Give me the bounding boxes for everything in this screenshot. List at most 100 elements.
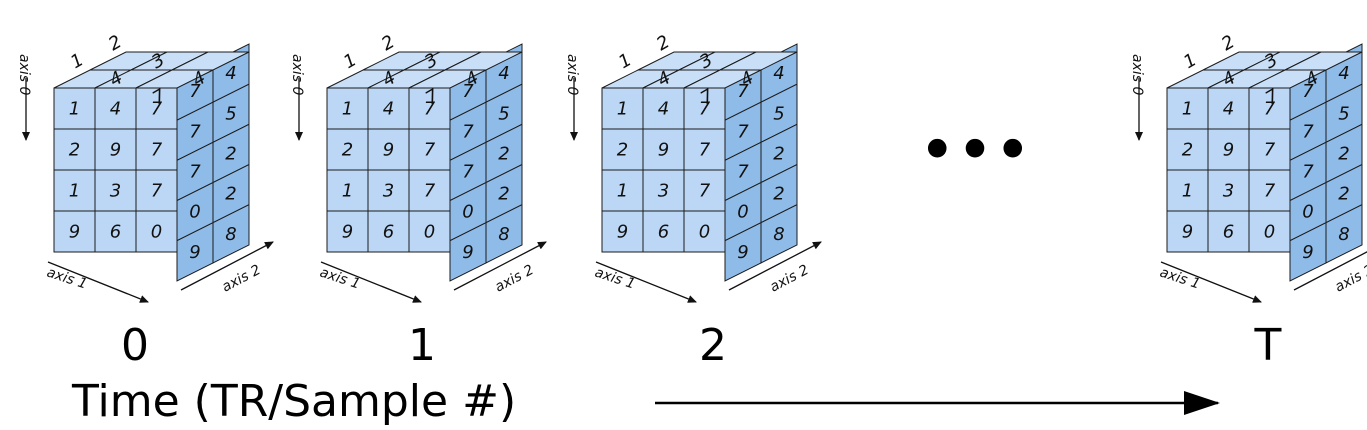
side-cell-value: 9 <box>189 242 200 263</box>
front-cell-value: 7 <box>699 181 711 202</box>
side-cell-value: 2 <box>498 184 509 205</box>
top-cell-value: 2 <box>1218 31 1238 55</box>
front-cell-value: 3 <box>383 181 394 202</box>
front-cell-value: 0 <box>424 222 435 243</box>
axis1-label: axis 1 <box>318 265 362 293</box>
front-cell-value: 2 <box>342 140 353 161</box>
side-cell-value: 4 <box>773 63 784 84</box>
front-cell-value: 2 <box>617 140 628 161</box>
front-cell-value: 1 <box>617 99 628 120</box>
side-cell-value: 8 <box>498 224 509 245</box>
front-cell-value: 7 <box>151 181 163 202</box>
side-cell-value: 5 <box>773 103 784 124</box>
front-cell-value: 6 <box>383 222 394 243</box>
side-cell-value: 5 <box>498 103 509 124</box>
front-cell-value: 7 <box>1264 181 1276 202</box>
front-cell-value: 9 <box>617 222 628 243</box>
side-cell-value: 0 <box>1302 202 1313 223</box>
front-cell-value: 6 <box>658 222 669 243</box>
front-cell-value: 7 <box>424 181 436 202</box>
front-cell-value: 4 <box>1223 99 1234 120</box>
front-cell-value: 3 <box>110 181 121 202</box>
front-cell-value: 0 <box>151 222 162 243</box>
front-cell-value: 9 <box>1223 140 1234 161</box>
top-cell-value: 1 <box>67 49 87 73</box>
time-label: 1 <box>408 320 436 371</box>
front-cell-value: 1 <box>1182 99 1193 120</box>
side-cell-value: 8 <box>225 224 236 245</box>
axis1-arrow <box>595 261 697 303</box>
front-cell-value: 7 <box>1264 140 1276 161</box>
top-cell <box>444 51 523 71</box>
side-cell-value: 7 <box>462 81 474 102</box>
front-cell-value: 6 <box>110 222 121 243</box>
side-cell-value: 2 <box>225 184 236 205</box>
front-cell-value: 3 <box>658 181 669 202</box>
top-cell-value: 2 <box>105 31 125 55</box>
front-cell-value: 9 <box>383 140 394 161</box>
front-cell-value: 9 <box>658 140 669 161</box>
front-cell-value: 7 <box>151 140 163 161</box>
axis0-label: axis 0 <box>289 54 305 95</box>
side-cell-value: 7 <box>737 121 749 142</box>
top-cell-value: 1 <box>615 49 635 73</box>
side-cell-value: 7 <box>1302 81 1314 102</box>
axis1-label: axis 1 <box>593 265 637 293</box>
side-cell-value: 4 <box>498 63 509 84</box>
side-cell-value: 7 <box>737 161 749 182</box>
front-cell-value: 4 <box>110 99 121 120</box>
front-cell-value: 1 <box>342 99 353 120</box>
axis2-arrow <box>180 241 274 291</box>
front-cell-value: 7 <box>699 140 711 161</box>
side-cell-value: 8 <box>1338 224 1349 245</box>
front-cell-value: 7 <box>1264 99 1276 120</box>
time-label: 0 <box>121 320 149 371</box>
time-label: T <box>1254 320 1282 371</box>
top-cell <box>171 51 250 71</box>
side-cell-value: 2 <box>1338 143 1349 164</box>
front-cell-value: 2 <box>1182 140 1193 161</box>
axis2-arrow <box>1293 251 1367 291</box>
side-cell-value: 7 <box>189 161 201 182</box>
front-cell-value: 1 <box>69 99 80 120</box>
side-cell-value: 7 <box>189 81 201 102</box>
side-cell-value: 2 <box>498 143 509 164</box>
front-cell-value: 7 <box>151 99 163 120</box>
side-cell-value: 5 <box>225 103 236 124</box>
top-cell-value: 2 <box>378 31 398 55</box>
front-cell-value: 0 <box>699 222 710 243</box>
side-cell-value: 7 <box>189 121 201 142</box>
side-cell-value: 7 <box>462 161 474 182</box>
time-label: 2 <box>699 320 727 371</box>
ellipsis: ••• <box>918 114 1031 188</box>
front-cell-value: 0 <box>1264 222 1275 243</box>
front-cell-value: 7 <box>424 140 436 161</box>
side-cell-value: 9 <box>1302 242 1313 263</box>
side-cell-value: 9 <box>737 242 748 263</box>
side-cell <box>485 203 523 264</box>
front-cell-value: 2 <box>69 140 80 161</box>
side-cell-value: 7 <box>1302 161 1314 182</box>
side-cell-value: 2 <box>773 143 784 164</box>
front-cell-value: 1 <box>342 181 353 202</box>
front-cell-value: 6 <box>1223 222 1234 243</box>
axis1-arrow <box>320 261 422 303</box>
axis1-arrow <box>47 261 149 303</box>
top-cell <box>1284 51 1363 71</box>
side-cell-value: 2 <box>773 184 784 205</box>
caption: Time (TR/Sample #) <box>71 376 516 427</box>
axis0-label: axis 0 <box>16 54 32 95</box>
front-cell-value: 9 <box>342 222 353 243</box>
axis1-arrow <box>1160 261 1262 303</box>
front-cell-value: 4 <box>658 99 669 120</box>
front-cell-value: 4 <box>383 99 394 120</box>
front-cell-value: 1 <box>617 181 628 202</box>
side-cell <box>760 203 798 264</box>
side-cell-value: 0 <box>462 202 473 223</box>
side-cell-value: 9 <box>462 242 473 263</box>
